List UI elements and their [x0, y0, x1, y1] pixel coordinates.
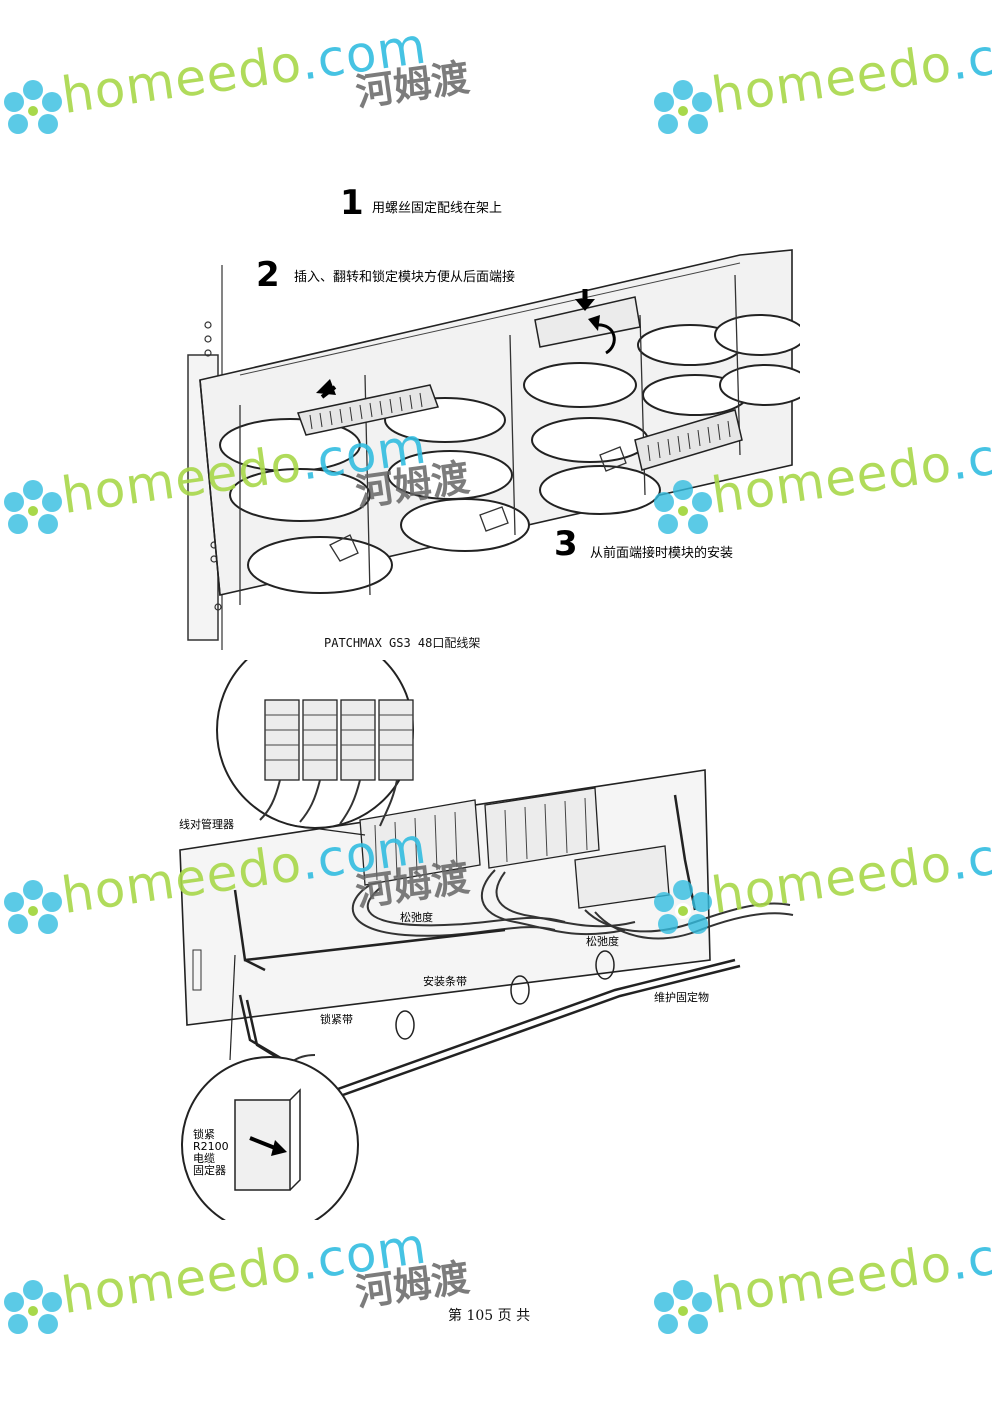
label-inset-line-4: 固定器	[193, 1164, 226, 1177]
watermark-suffix: .com	[946, 816, 992, 892]
watermark-suffix: .com	[946, 1216, 992, 1292]
flower-logo-icon	[4, 1280, 62, 1334]
down-arrow-icon	[575, 289, 595, 311]
label-pair-manager: 线对管理器	[179, 818, 234, 831]
page-footer: 第 105 页 共	[448, 1308, 531, 1324]
watermark-brand-right: do	[883, 834, 955, 901]
watermark-brand-right: do	[883, 1234, 955, 1301]
module-block-right	[634, 409, 743, 471]
watermark-suffix: .com	[946, 16, 992, 92]
label-inset-line-3: 电缆	[193, 1152, 215, 1165]
watermark-brand-left: home	[58, 1247, 211, 1325]
step-1-number: 1	[340, 183, 364, 223]
watermark-brand-right: do	[883, 434, 955, 501]
module-block-left	[297, 384, 439, 436]
watermark-brand-right: do	[883, 34, 955, 101]
flower-logo-icon	[4, 480, 62, 534]
label-slack-1: 松弛度	[400, 911, 433, 924]
step-1-text: 用螺丝固定配线在架上	[372, 201, 503, 216]
figure-cable-management	[175, 631, 795, 1234]
inset-pair-manager	[216, 631, 414, 829]
step-2-number: 2	[256, 255, 280, 295]
label-slack-2: 松弛度	[586, 935, 619, 948]
watermark-chinese: 河姆渡	[352, 55, 473, 115]
label-inset-line-2: R2100	[193, 1140, 229, 1153]
watermark-suffix: .com	[946, 416, 992, 492]
rotate-arrow-icon	[588, 315, 616, 355]
patch-panel-drawing	[187, 249, 811, 650]
watermark: homeedo.com 河姆渡	[0, 16, 500, 150]
flower-logo-icon	[654, 80, 712, 134]
label-lock-strap: 锁紧带	[320, 1013, 353, 1026]
watermark-brand-left: home	[708, 1247, 861, 1325]
label-inset-line-1: 锁紧	[193, 1128, 215, 1141]
inset-cable-fixer	[181, 1056, 359, 1234]
watermark: homeedo.com	[650, 1216, 992, 1350]
flower-logo-icon	[4, 80, 62, 134]
step-3-number: 3	[554, 524, 578, 564]
watermark-brand-left: home	[58, 47, 211, 125]
watermark-suffix: .com	[296, 1216, 431, 1292]
watermark-brand-right: do	[233, 1234, 305, 1301]
figure-1-caption: PATCHMAX GS3 48口配线架	[324, 636, 481, 650]
watermark: homeedo.com	[650, 16, 992, 150]
label-install-strap: 安装条带	[423, 975, 467, 988]
watermark-brand-left: home	[708, 47, 861, 125]
up-arrow-icon	[316, 379, 337, 399]
label-maintenance-fixture: 维护固定物	[654, 991, 709, 1004]
flower-logo-icon	[654, 1280, 712, 1334]
watermark: homeedo.com 河姆渡	[0, 1216, 500, 1350]
cable-management-drawing	[179, 631, 794, 1234]
step-3-text: 从前面端接时模块的安装	[590, 546, 734, 561]
step-2-text: 插入、翻转和锁定模块方便从后面端接	[294, 270, 516, 285]
watermark-suffix: .com	[296, 16, 431, 92]
watermark-brand-right: do	[233, 34, 305, 101]
flower-logo-icon	[4, 880, 62, 934]
figure-patch-panel	[180, 235, 811, 655]
